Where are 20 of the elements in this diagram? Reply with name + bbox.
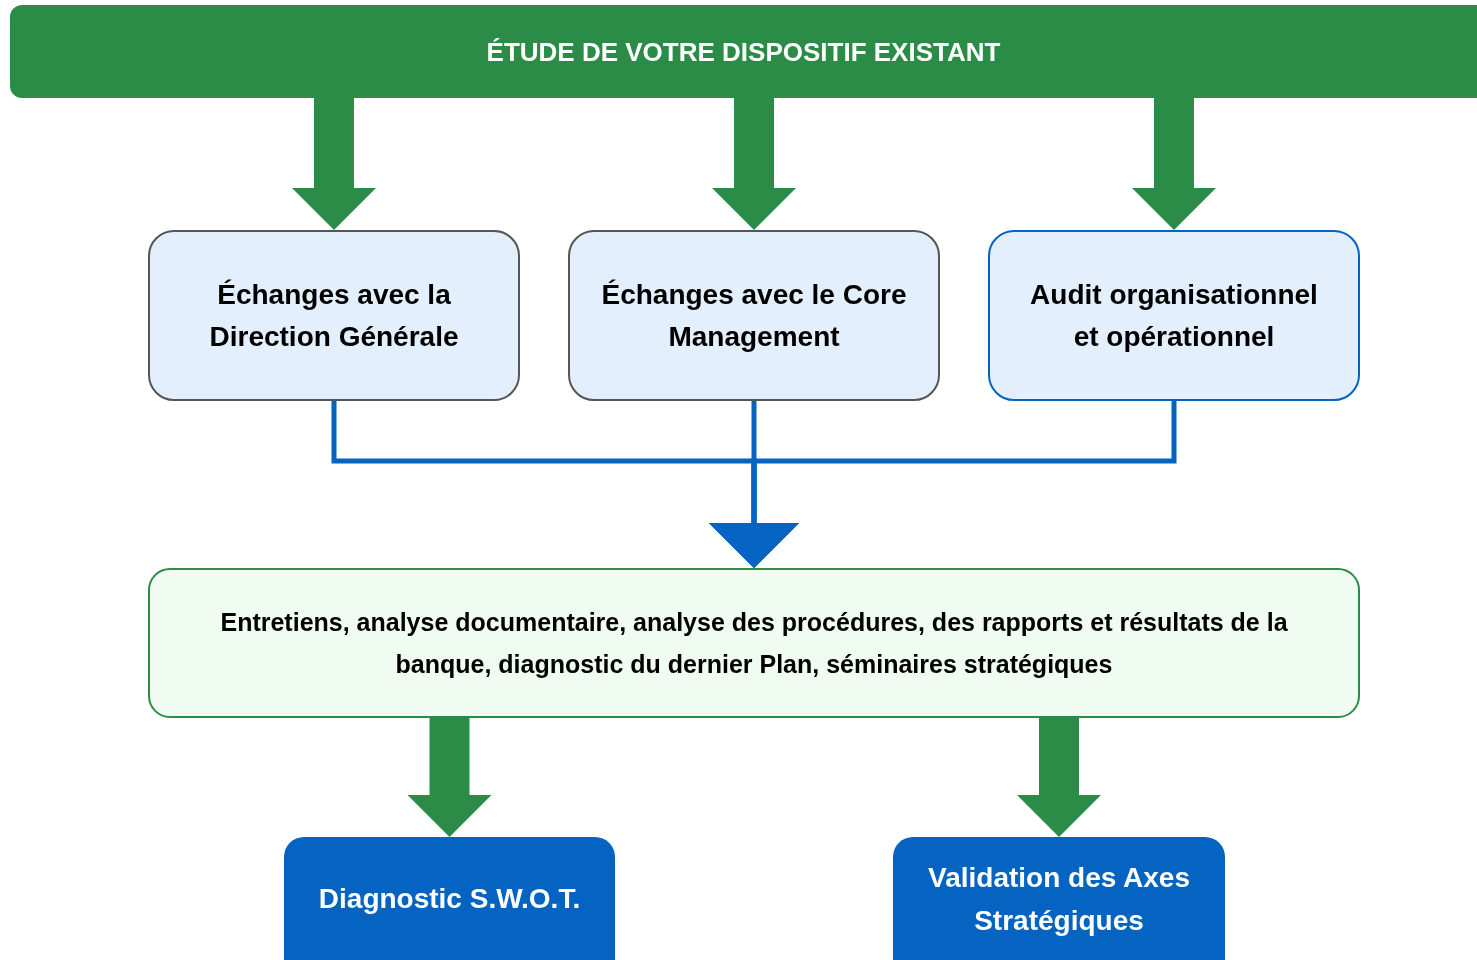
process-box <box>148 568 1360 718</box>
title-banner <box>10 5 1477 98</box>
process-box <box>148 230 520 401</box>
arrow <box>1132 98 1216 230</box>
arrow <box>712 98 796 230</box>
process-box <box>988 230 1360 401</box>
node-text: Validation des Axes Stratégiques <box>927 860 1191 938</box>
node-text: Échanges avec la Direction Générale <box>208 277 460 354</box>
node-text: Échanges avec le Core Management <box>600 277 908 354</box>
node-text: Diagnostic S.W.O.T. <box>317 881 582 916</box>
arrow <box>407 718 492 837</box>
arrow <box>292 98 376 230</box>
arrow <box>709 401 1177 568</box>
node-text: Audit organisationnel et opérationnel <box>1029 277 1319 354</box>
arrow <box>1017 718 1101 837</box>
node-text: Entretiens, analyse documentaire, analyse des procédures, des rapports et résultats de la banque, diagnostic du dernier Plan, séminaires stratégiques <box>219 607 1289 680</box>
process-box <box>568 230 940 401</box>
result-box <box>284 837 615 960</box>
node-text: ÉTUDE DE VOTRE DISPOSITIF EXISTANT <box>486 35 1001 69</box>
result-box <box>893 837 1225 960</box>
